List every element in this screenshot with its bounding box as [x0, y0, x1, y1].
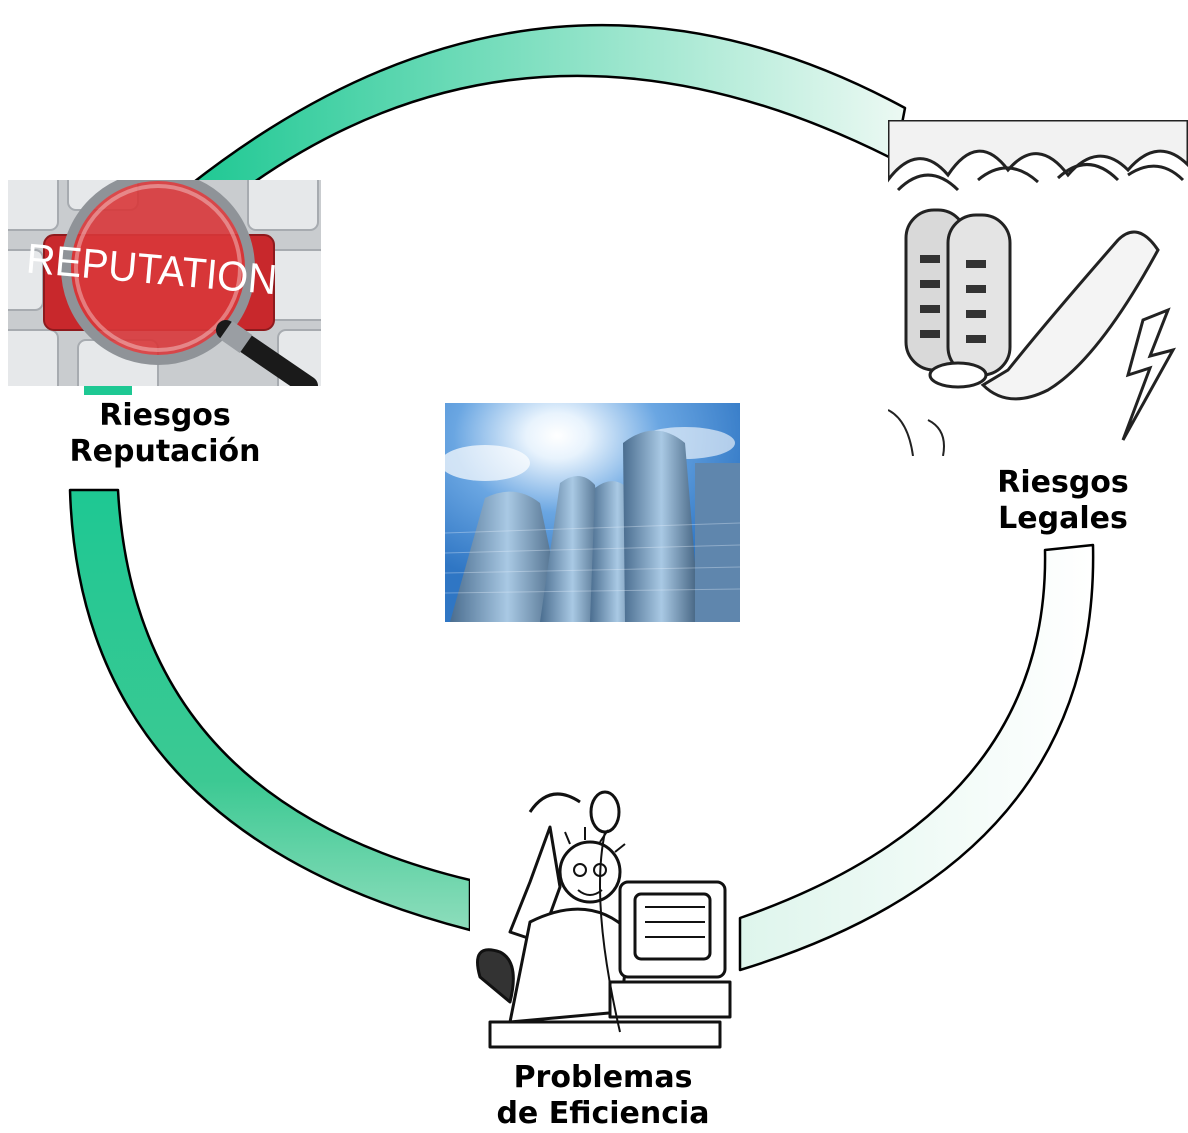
arc-tab [84, 383, 132, 395]
efficiency-image [470, 782, 738, 1054]
label-legal: Riesgos Legales [997, 465, 1129, 536]
reputation-image: REPUTATION [8, 180, 321, 386]
arc-efficiency-to-reputation [68, 488, 472, 932]
glass-skyscrapers-icon [445, 403, 740, 622]
arc-reputation-to-legal [188, 23, 907, 187]
label-efficiency: Problemas de Eficiencia [496, 1060, 710, 1131]
label-reputation: Riesgos Reputación [69, 398, 261, 469]
magnifier-over-keyboard-icon: REPUTATION [8, 180, 321, 386]
frustrated-computer-user-icon [470, 782, 738, 1054]
center-image [445, 403, 740, 622]
legal-image [888, 120, 1188, 456]
stone-tablets-icon [888, 120, 1188, 456]
arc-legal-to-efficiency [738, 543, 1095, 972]
